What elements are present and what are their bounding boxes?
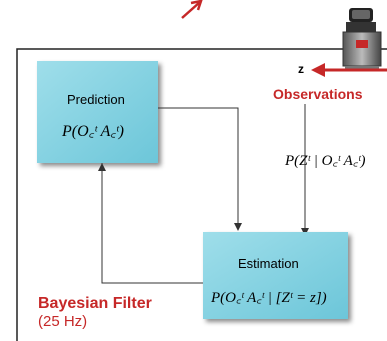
- filter-title: Bayesian Filter: [38, 295, 152, 312]
- estimation-title: Estimation: [238, 256, 299, 271]
- camera-sensor-icon: [343, 8, 381, 70]
- likelihood-formula: P(Zᵗ | O꜀ᵗ A꜀ᵗ): [284, 153, 366, 169]
- red-arrow-fragment: [182, 1, 201, 18]
- estimation-node: Estimation P(O꜀ᵗ A꜀ᵗ | [Zᵗ = z]): [203, 232, 348, 319]
- prediction-to-estimation-connector: [158, 108, 238, 223]
- observations-label: Observations: [273, 86, 363, 102]
- filter-rate: (25 Hz): [38, 313, 87, 330]
- estimation-formula: P(O꜀ᵗ A꜀ᵗ | [Zᵗ = z]): [210, 290, 327, 306]
- prediction-formula: P(O꜀ᵗ A꜀ᵗ): [61, 123, 124, 140]
- observation-variable: z: [298, 62, 304, 76]
- prediction-node: Prediction P(O꜀ᵗ A꜀ᵗ): [37, 61, 158, 163]
- prediction-title: Prediction: [67, 92, 125, 107]
- feedback-connector: [102, 163, 203, 283]
